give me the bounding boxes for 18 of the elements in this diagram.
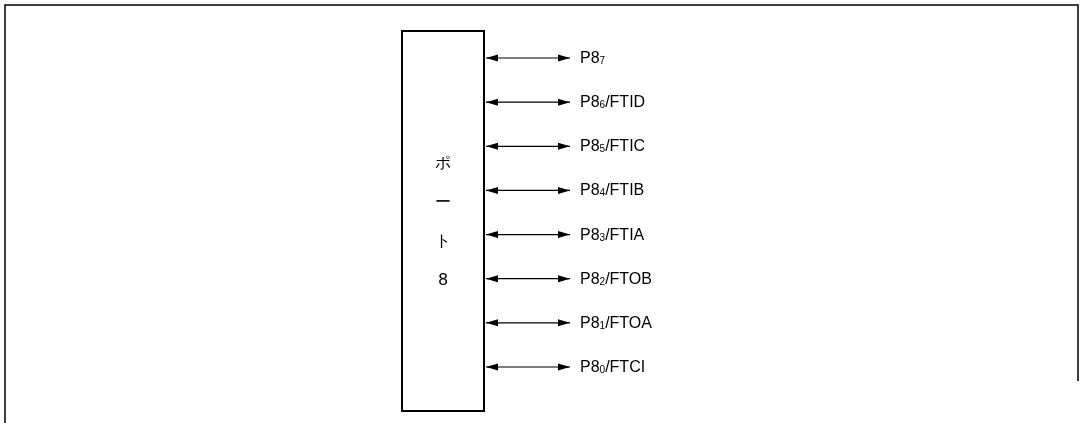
pin-label: P8$_{1}$/FTOA (580, 312, 652, 333)
bidirectional-arrow (485, 275, 571, 283)
port-label: ポート8 (435, 151, 451, 292)
pin-label: P8$_{4}$/FTIB (580, 180, 645, 201)
bidirectional-arrow (485, 231, 571, 239)
bidirectional-arrow (485, 98, 571, 106)
pin-label: P8$_{0}$/FTCI (580, 356, 646, 377)
port-block (401, 30, 485, 412)
bidirectional-arrow (485, 319, 571, 327)
pin-label: P8$_{5}$/FTIC (580, 136, 646, 157)
bidirectional-arrow (485, 186, 571, 194)
pin-label: P8$_{2}$/FTOB (580, 268, 652, 289)
bidirectional-arrow (485, 54, 571, 62)
pin-label: P8$_{7}$ (580, 48, 606, 68)
pin-label: P8$_{6}$/FTID (580, 92, 646, 113)
pin-label: P8$_{3}$/FTIA (580, 224, 645, 245)
bidirectional-arrow (485, 363, 571, 371)
bidirectional-arrow (485, 142, 571, 150)
